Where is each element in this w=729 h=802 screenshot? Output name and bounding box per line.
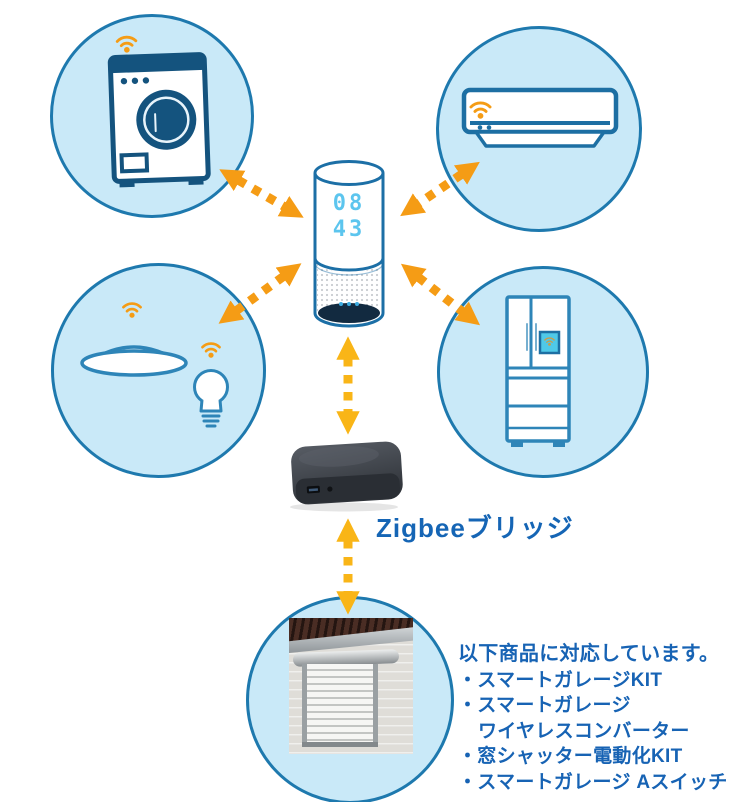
speaker-display-line1: 08 — [333, 191, 366, 216]
compat-item: ・窓シャッター電動化KIT — [458, 746, 683, 767]
fridge-display — [538, 330, 561, 355]
arrow-speaker-fridge — [400, 263, 481, 326]
compat-item: ・スマートガレージ Aスイッチ — [458, 771, 728, 793]
smart-speaker: 08 43 — [313, 160, 385, 328]
speaker-display-line2: 43 — [333, 217, 366, 242]
wifi-icon — [115, 35, 138, 54]
window-shutter-photo — [289, 618, 413, 754]
light-bulb-icon — [193, 342, 229, 428]
reset-hole — [327, 486, 333, 492]
compat-item: ・スマートガレージ — [458, 695, 631, 716]
compat-heading: 以下商品に対応しています。 — [458, 643, 720, 665]
compatibility-list: 以下商品に対応しています。 ・スマートガレージKIT ・スマートガレージ ワイヤ… — [458, 642, 728, 795]
compat-item-wrap: ワイヤレスコンバーター — [478, 720, 690, 742]
wifi-icon — [201, 342, 221, 358]
refrigerator-icon — [505, 295, 571, 447]
zigbee-bridge-photo — [290, 441, 403, 512]
shutter-bottom-bar — [302, 742, 378, 747]
speaker-base — [318, 303, 380, 323]
wifi-icon — [122, 302, 142, 318]
compat-item: ・スマートガレージKIT — [458, 669, 663, 691]
arrow-speaker-washer — [219, 169, 304, 218]
air-conditioner-icon — [461, 87, 619, 148]
washing-machine-icon — [107, 35, 211, 188]
shutter-curtain — [302, 664, 378, 746]
bridge-label: Zigbeeブリッジ — [376, 513, 574, 543]
ceiling-light-icon — [80, 302, 188, 377]
